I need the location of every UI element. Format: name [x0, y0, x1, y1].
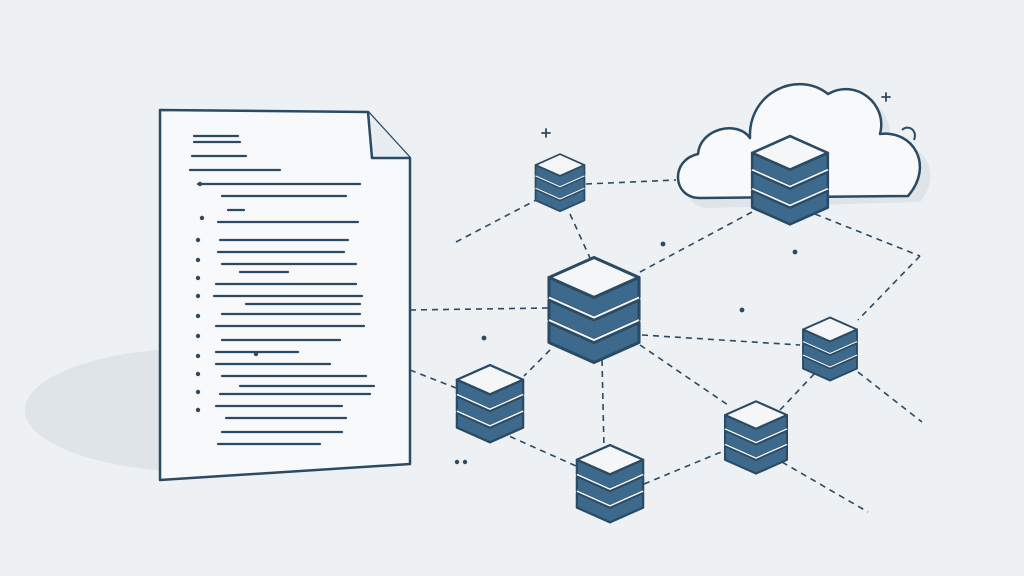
connection-line	[639, 344, 729, 406]
connection-line	[857, 255, 921, 321]
document-icon	[25, 108, 412, 482]
connection-line	[601, 359, 605, 449]
database-server-icon	[750, 134, 830, 226]
connection-line	[781, 461, 869, 513]
connection-line	[643, 449, 727, 485]
connection-line	[804, 209, 921, 257]
document-corner-fold	[366, 111, 410, 160]
connection-line	[569, 213, 591, 259]
database-server-icon	[575, 443, 645, 524]
connection-line	[585, 179, 677, 185]
connection-line	[857, 371, 923, 423]
connection-line	[409, 369, 457, 389]
decorative-dots	[454, 241, 798, 465]
connection-line	[641, 334, 801, 346]
network-connections	[409, 179, 923, 513]
database-server-icon	[455, 363, 525, 444]
sparkle-icon	[541, 92, 891, 138]
document-bullets	[195, 181, 259, 413]
connection-line	[455, 197, 541, 243]
database-server-icon	[723, 400, 789, 475]
document-text-lines	[188, 134, 376, 446]
cloud-swirl	[901, 126, 916, 141]
connection-line	[409, 307, 549, 311]
database-server-icon	[802, 316, 858, 382]
database-server-icon	[547, 255, 641, 365]
connection-line	[499, 431, 577, 467]
database-server-icon	[534, 153, 586, 213]
connection-line	[779, 371, 817, 411]
